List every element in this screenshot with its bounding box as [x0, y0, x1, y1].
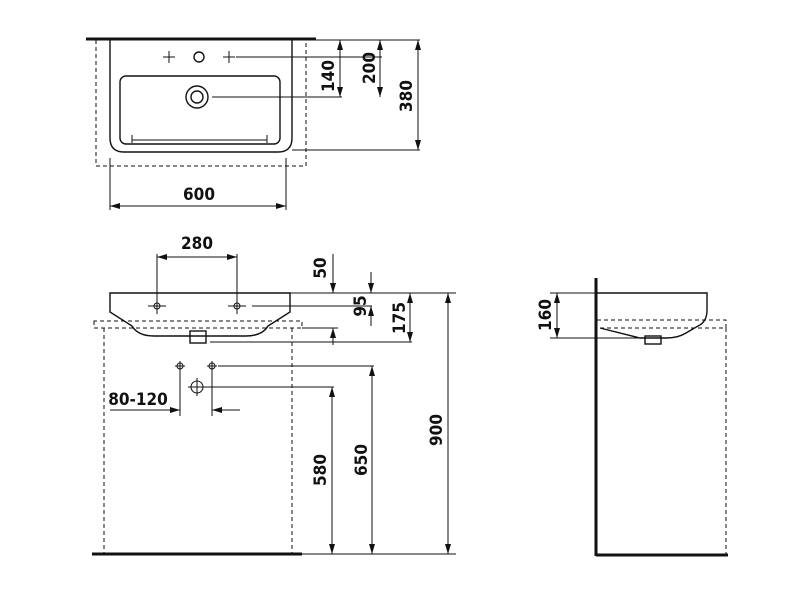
dim-top-depth-tap: 200 — [360, 52, 380, 84]
top-view-taphole-marker-left — [163, 51, 175, 63]
top-view-taphole-marker-right — [223, 51, 235, 63]
dim-side-height: 160 — [536, 299, 556, 331]
dim-front-rim-overflow: 95 — [351, 295, 371, 316]
supply-valve-left — [175, 361, 185, 371]
top-view-taphole — [193, 51, 205, 63]
top-view: 140 200 380 600 — [86, 37, 421, 210]
top-view-waste-inner — [190, 90, 204, 104]
side-view: 160 — [536, 278, 728, 557]
top-view-bowl — [119, 75, 281, 145]
side-view-countertop — [597, 319, 727, 329]
side-view-waste-spigot — [644, 335, 662, 345]
dim-front-taphole-spacing: 280 — [181, 234, 213, 254]
top-view-basin-outline — [109, 40, 293, 153]
dim-front-waste-spacing: 80-120 — [108, 390, 168, 410]
dim-front-overflow: 50 — [311, 257, 331, 278]
front-view-cabinet — [103, 328, 293, 554]
top-view-cabinet-outline — [95, 40, 307, 167]
top-view-waste-outer — [185, 85, 209, 109]
front-view-waste-spigot — [189, 330, 207, 344]
front-view: 280 50 95 175 900 650 580 — [92, 234, 456, 556]
waste-outlet-symbol — [188, 378, 206, 396]
front-view-basin — [109, 292, 291, 337]
front-view-taphole-right — [228, 298, 246, 314]
side-view-basin — [597, 292, 708, 339]
dim-front-height-650: 650 — [352, 444, 372, 476]
dim-front-basin-height: 175 — [390, 302, 410, 334]
dim-top-depth-waste: 140 — [319, 60, 339, 92]
supply-valve-right — [207, 361, 217, 371]
dim-front-height-900: 900 — [427, 414, 447, 446]
dim-top-width: 600 — [183, 185, 215, 205]
front-view-taphole-left — [148, 298, 166, 314]
dim-top-depth-total: 380 — [397, 80, 417, 112]
dim-front-height-580: 580 — [311, 454, 331, 486]
